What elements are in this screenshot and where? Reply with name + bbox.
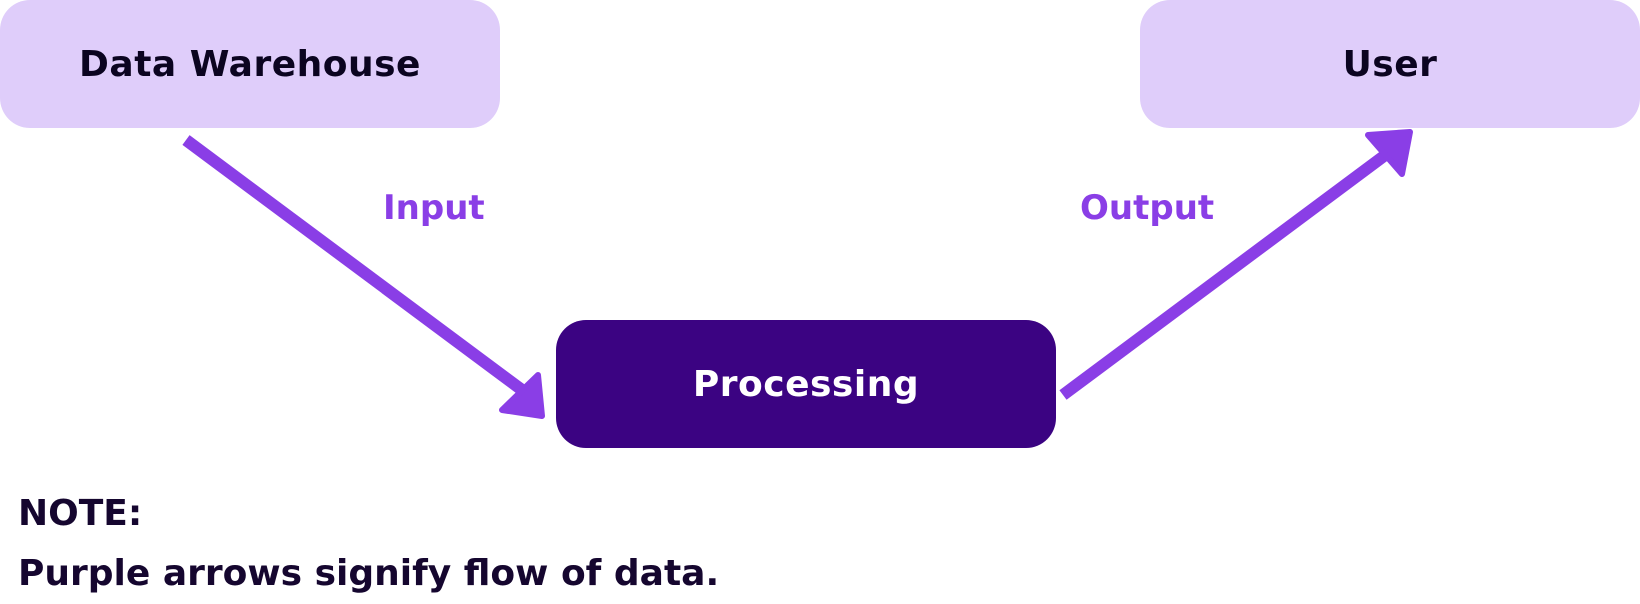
input-arrow [182,135,545,419]
processing-node: Processing [556,320,1056,448]
output-arrow [1059,129,1413,400]
data-warehouse-node: Data Warehouse [0,0,500,128]
note-text: Purple arrows signify flow of data. [18,553,720,594]
user-node: User [1140,0,1640,128]
user-label: User [1342,43,1438,85]
note-title: NOTE: [18,493,143,534]
processing-label: Processing [692,363,920,405]
input-edge-label: Input [383,188,485,228]
data-warehouse-label: Data Warehouse [79,43,421,85]
output-edge-label: Output [1080,188,1215,228]
